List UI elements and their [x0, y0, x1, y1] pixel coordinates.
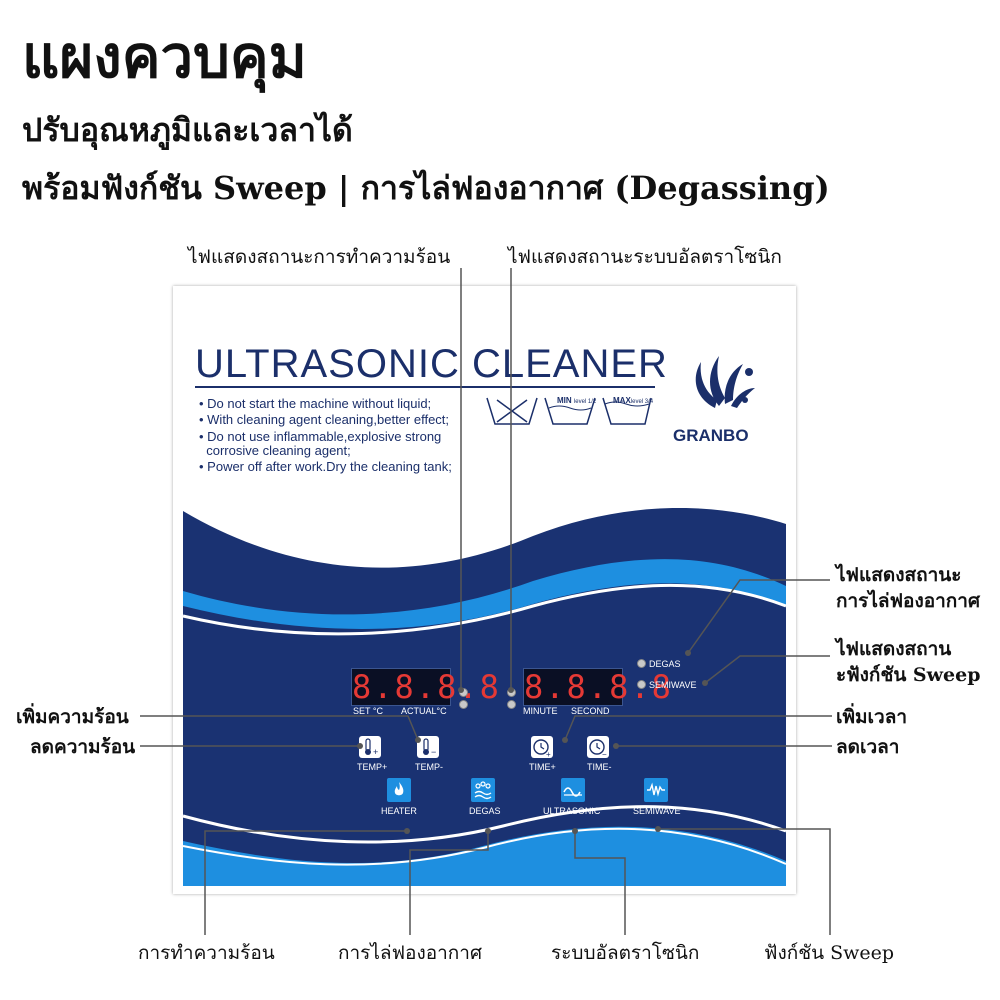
tank-max-label: MAXlevel 3/4 [613, 396, 654, 405]
heater-label: HEATER [381, 806, 417, 816]
clock-plus-icon: + [533, 739, 551, 758]
semiwave-status-lamp [637, 680, 646, 689]
heater-button[interactable] [387, 778, 411, 802]
heating-status-lamp-2 [459, 700, 468, 709]
ultrasonic-label: ULTRASONIC [543, 806, 601, 816]
ultrasonic-status-lamp-2 [507, 700, 516, 709]
time-plus-label: TIME+ [529, 762, 556, 772]
note-5: • Power off after work.Dry the cleaning … [199, 459, 452, 474]
temp-plus-button[interactable]: + [359, 736, 381, 758]
clock-minus-icon: − [589, 739, 607, 758]
tank-min-label: MIN level 1/2 [557, 396, 597, 405]
callout-sweep: ฟังก์ชัน Sweep [764, 942, 895, 964]
callout-ultrasonic: ระบบอัลตราโซนิก [551, 942, 700, 964]
set-temp-label: SET °C [353, 706, 383, 716]
note-2: • With cleaning agent cleaning,better ef… [199, 412, 450, 427]
callout-degas-lamp-1: ไฟแสดงสถานะ [836, 564, 962, 586]
bubbles-icon [474, 781, 492, 800]
callout-sweep-lamp-1: ไฟแสดงสถาน [836, 638, 952, 660]
thermometer-plus-icon: + [365, 738, 378, 757]
svg-text:−: − [602, 750, 607, 758]
callout-sweep-lamp-2: ะฟังก์ชัน Sweep [836, 664, 981, 686]
temp-plus-label: TEMP+ [357, 762, 388, 772]
semiwave-lamp-label: SEMIWAVE [649, 680, 697, 690]
callout-time-up: เพิ่มเวลา [836, 706, 908, 728]
callout-degas: การไล่ฟองอากาศ [338, 942, 483, 964]
svg-text:+: + [546, 750, 551, 758]
temp-minus-button[interactable]: − [417, 736, 439, 758]
thermometer-minus-icon: − [423, 738, 436, 757]
callout-temp-down: ลดความร้อน [30, 736, 136, 758]
subtitle-line-1: ปรับอุณหภูมิและเวลาได้ [22, 111, 353, 149]
time-minus-label: TIME- [587, 762, 612, 772]
callout-heating-lamp: ไฟแสดงสถานะการทำความร้อน [188, 246, 451, 268]
callout-degas-lamp-2: การไล่ฟองอากาศ [836, 590, 981, 612]
temp-minus-label: TEMP- [415, 762, 443, 772]
sweep-wave-icon [647, 782, 665, 797]
second-label: SECOND [571, 706, 610, 716]
brand-logo-icon [695, 356, 755, 408]
minute-label: MINUTE [523, 706, 558, 716]
note-4: corrosive cleaning agent; [199, 443, 351, 458]
brand-name: GRANBO [673, 426, 749, 445]
semiwave-label: SEMIWAVE [633, 806, 681, 816]
flame-icon [394, 782, 404, 796]
tank-level-icons [486, 397, 652, 425]
callout-ultrasonic-lamp: ไฟแสดงสถานะระบบอัลตราโซนิก [508, 246, 782, 268]
callout-time-down: ลดเวลา [836, 736, 900, 758]
svg-text:+: + [373, 747, 378, 757]
page-title: แผงควบคุม [22, 23, 307, 91]
degas-button[interactable] [471, 778, 495, 802]
title-rule [195, 386, 655, 388]
subtitle-line-2: พร้อมฟังก์ชัน Sweep | การไล่ฟองอากาศ (De… [22, 169, 830, 207]
time-plus-button[interactable]: + [531, 736, 553, 758]
actual-temp-label: ACTUAL°C [401, 706, 447, 716]
svg-text:−: − [431, 747, 436, 757]
ultrasonic-button[interactable] [561, 778, 585, 802]
note-1: • Do not start the machine without liqui… [199, 396, 432, 411]
wave-background [182, 508, 787, 886]
degas-lamp-label: DEGAS [649, 659, 681, 669]
time-minus-button[interactable]: − [587, 736, 609, 758]
note-3: • Do not use inflammable,explosive stron… [199, 429, 442, 444]
degas-status-lamp [637, 659, 646, 668]
callout-temp-up: เพิ่มความร้อน [16, 706, 129, 728]
wave-icon [563, 787, 582, 797]
callout-heater: การทำความร้อน [138, 942, 275, 964]
control-panel: ULTRASONIC CLEANER • Do not start the ma… [173, 286, 796, 894]
semiwave-button[interactable] [644, 778, 668, 802]
degas-label: DEGAS [469, 806, 501, 816]
panel-title: ULTRASONIC CLEANER [195, 342, 668, 386]
